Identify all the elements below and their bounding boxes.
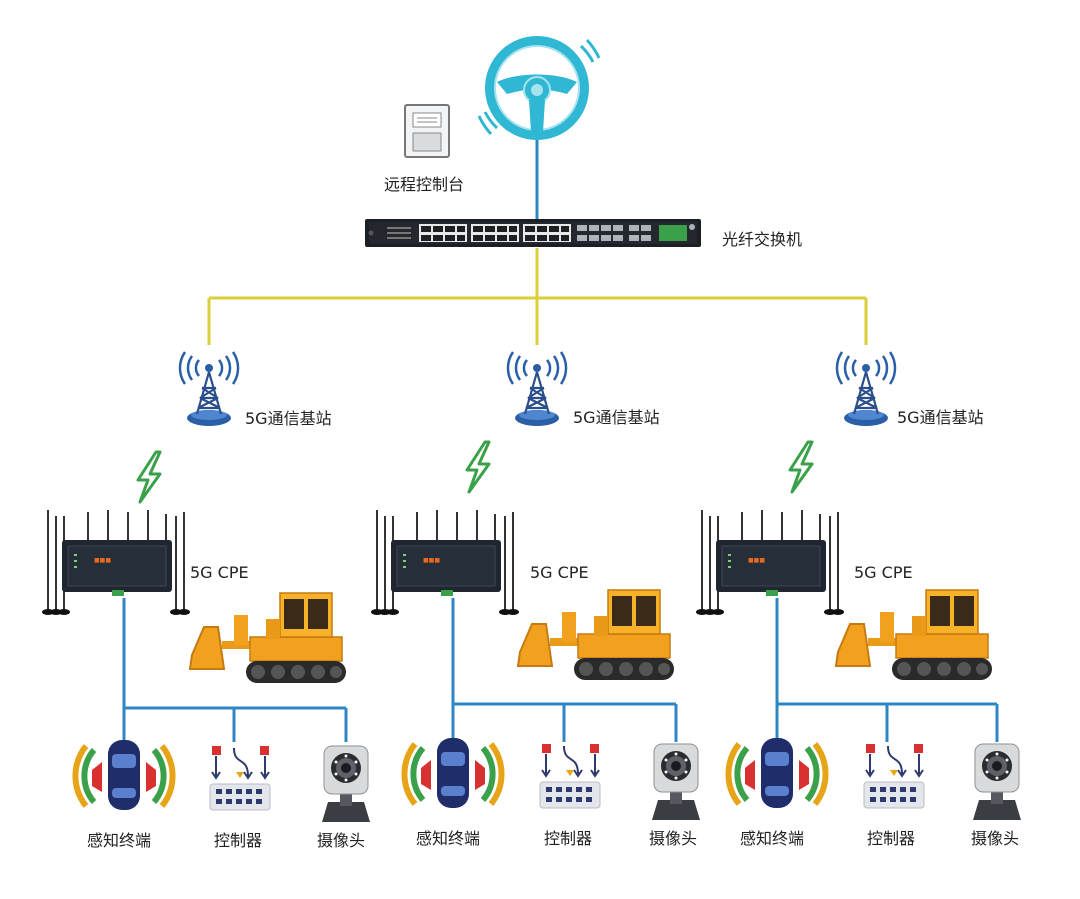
sensing-car-icon [75, 740, 172, 810]
ethernet-links [122, 135, 999, 742]
steering-wheel-icon [477, 36, 601, 140]
fiber-links [207, 248, 868, 345]
endpoint-label-3-3: 摄像头 [971, 829, 1020, 848]
antenna-tower-icon [178, 350, 240, 428]
endpoint-label-3-1: 感知终端 [740, 829, 805, 848]
fiber-switch-icon [365, 219, 701, 247]
bulldozer-icon [835, 589, 993, 681]
cpe-label-1: 5G CPE [190, 563, 249, 582]
endpoint-label-1-2: 控制器 [214, 831, 263, 850]
branch-1-links [122, 598, 348, 742]
bulldozer-icon [189, 592, 347, 684]
cpe-router-icon [370, 509, 520, 616]
sensing-car-icon [404, 738, 501, 808]
branch-3-links [775, 598, 999, 742]
base-station-label-2: 5G通信基站 [573, 408, 660, 427]
controller-icon [539, 743, 601, 809]
cpe-label-3: 5G CPE [854, 563, 913, 582]
endpoint-label-3-2: 控制器 [867, 829, 916, 848]
endpoint-label-1-1: 感知终端 [87, 831, 152, 850]
camera-icon [972, 743, 1022, 821]
endpoint-label-2-3: 摄像头 [649, 829, 698, 848]
cpe-router-icon [41, 509, 191, 616]
controller-icon [863, 743, 925, 809]
antenna-tower-icon [835, 350, 897, 428]
endpoint-label-2-1: 感知终端 [416, 829, 481, 848]
bulldozer-icon [517, 589, 675, 681]
base-station-label-3: 5G通信基站 [897, 408, 984, 427]
cpe-label-2: 5G CPE [530, 563, 589, 582]
endpoint-label-2-2: 控制器 [544, 829, 593, 848]
controller-icon [209, 745, 271, 811]
antenna-tower-icon [506, 350, 568, 428]
lightning-icon [465, 440, 491, 494]
remote-console-icon [404, 104, 450, 158]
sensing-car-icon [728, 738, 825, 808]
cpe-router-icon [695, 509, 845, 616]
remote-console-label: 远程控制台 [384, 175, 465, 194]
lightning-icon [788, 440, 814, 494]
endpoint-label-1-3: 摄像头 [317, 831, 366, 850]
camera-icon [651, 743, 701, 821]
branch-2-links [451, 598, 678, 742]
camera-icon [321, 745, 371, 823]
fiber-switch-label: 光纤交换机 [722, 230, 803, 249]
base-station-label-1: 5G通信基站 [245, 409, 332, 428]
lightning-icon [136, 450, 162, 504]
